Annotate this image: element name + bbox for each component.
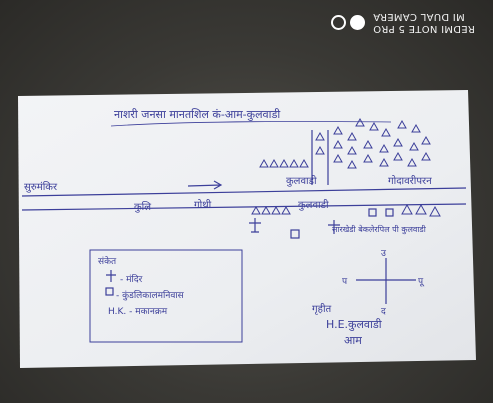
legend-item-house: H.K. - मकानक्रम — [108, 307, 168, 317]
map-heading: नाशरी जनसा मानतशिल कं-आम-कुलवाडी — [114, 108, 280, 121]
footer-line2: H.E.कुलवाडी — [326, 318, 382, 331]
compass-south: द — [381, 307, 386, 317]
hand-drawn-map: नाशरी जनसा मानतशिल कं-आम-कुलवाडी सुरुमंक… — [18, 90, 476, 368]
road-right-label: गोदावरीपरन — [388, 175, 432, 187]
place-label-b: गोथी — [194, 199, 212, 211]
legend-title: संकेत — [98, 255, 117, 267]
compass-east: पू — [418, 277, 425, 287]
footer-line1: गृहीत — [312, 303, 332, 315]
road-left-label: सुरुमंकिर — [24, 181, 58, 193]
legend-item-residence: - कुंडलिकालमनिवास — [116, 289, 185, 301]
legend-box — [89, 249, 243, 343]
lane-label: कुलवाडी — [286, 175, 317, 187]
road-line-lower — [21, 203, 467, 211]
watermark-line1: REDMI NOTE 5 PRO — [373, 23, 475, 34]
camera-dots-icon — [331, 14, 366, 30]
compass-west: प — [342, 277, 348, 287]
place-label-d: सारखेडी बेकलेरपिल पी कुलवाडी — [332, 224, 427, 235]
camera-watermark: REDMI NOTE 5 PRO MI DUAL CAMERA — [331, 10, 475, 34]
paper-sheet: नाशरी जनसा मानतशिल कं-आम-कुलवाडी सुरुमंक… — [16, 90, 478, 368]
place-label-a: कुलि — [134, 201, 151, 213]
watermark-line2: MI DUAL CAMERA — [373, 11, 465, 22]
place-label-c: कुलवाडी — [298, 199, 329, 211]
legend-item-temple: - मंदिर — [120, 273, 143, 285]
compass-north: उ — [381, 249, 387, 259]
watermark-text: REDMI NOTE 5 PRO MI DUAL CAMERA — [373, 10, 475, 34]
footer-line3: आम — [344, 334, 362, 347]
paper-background — [18, 90, 476, 368]
road-line-upper — [21, 187, 467, 197]
